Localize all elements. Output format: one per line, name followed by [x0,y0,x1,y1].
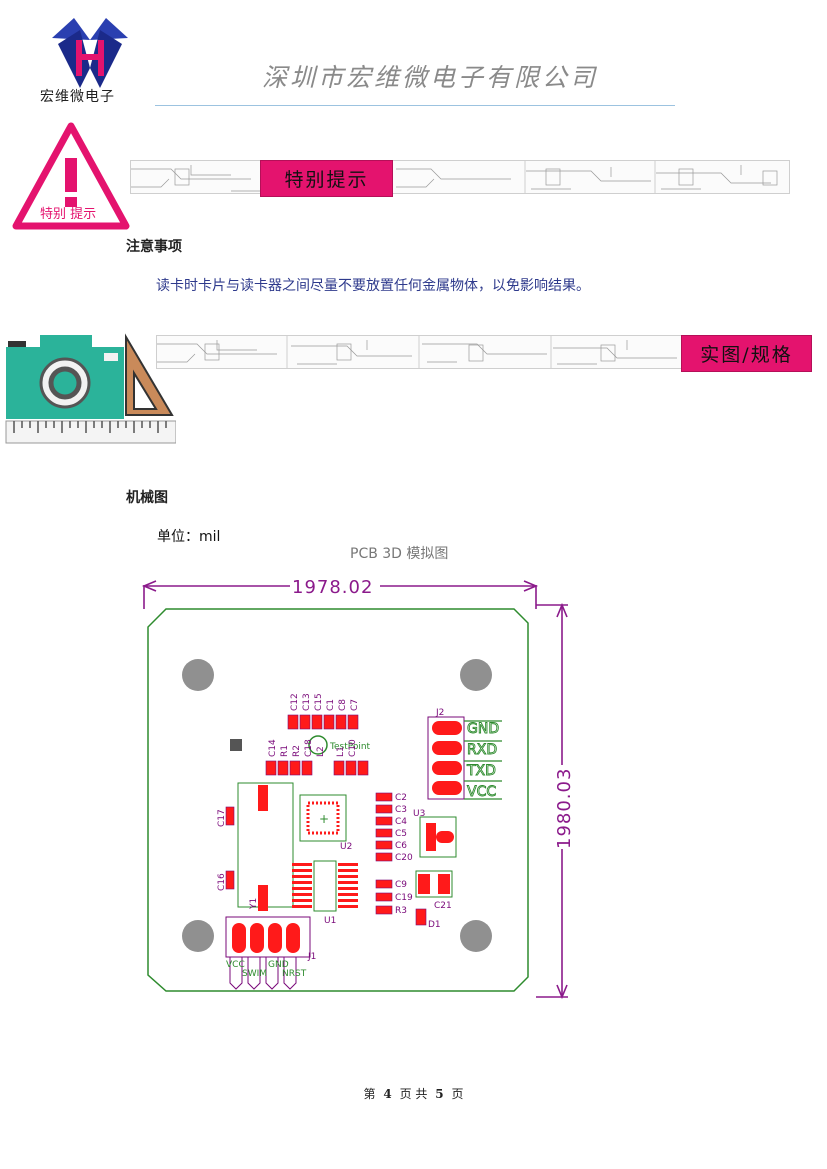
label-c15: C15 [314,693,324,711]
c21-pad-b [438,874,450,894]
label-u3: U3 [413,809,425,819]
u3-tab-pad [426,823,436,851]
pcb-drawing: 1978.02 1980.03 C12 C13 C15 C1 C8 C7 Tes… [141,575,575,1000]
label-c1: C1 [326,699,336,711]
j2-pin-vcc: VCC [467,784,496,800]
pcb-figure-title: PCB 3D 模拟图 [350,546,449,562]
led-marker [230,739,242,751]
c21-polarity: + [430,879,438,890]
label-c2: C2 [395,793,407,803]
label-r1: R1 [280,745,290,757]
label-u2: U2 [340,842,352,852]
footer-prefix: 第 [363,1087,376,1101]
label-c17: C17 [217,809,227,827]
label-l2: L2 [316,746,326,757]
notice-text: 读卡时卡片与读卡器之间尽量不要放置任何金属物体，以免影响结果。 [156,278,590,294]
circuit-band-warning [130,160,790,194]
label-d1: D1 [428,920,441,930]
j2-outline [427,716,465,800]
c17-pad [225,806,235,826]
label-c9: C9 [395,880,407,890]
lower-cap-pads [375,879,393,915]
company-logo [52,18,128,88]
footer-page-word: 页 [399,1087,412,1101]
warning-icon: 特别 提示 [12,122,130,230]
label-c6: C6 [395,841,407,851]
u2-pads [306,801,340,835]
j1-pads [232,923,300,953]
label-c19: C19 [395,893,413,903]
logo-text: 宏维微电子 [40,89,115,105]
crystal-pad-bottom [258,885,268,911]
tag-photo-spec: 实图/规格 [681,335,812,372]
label-c13: C13 [302,693,312,711]
page-footer: 第 4 页 共 5 页 [0,1085,827,1102]
mounting-holes [182,659,492,952]
label-c21: C21 [434,901,452,911]
j2-pin-txd: TXD [466,763,496,779]
label-c14: C14 [268,739,278,757]
label-r3: R3 [395,906,407,916]
j1-pin-vcc: VCC [226,960,245,970]
heading-mechanical: 机械图 [126,490,168,506]
heading-notes: 注意事项 [126,239,182,255]
header-divider [155,105,675,106]
j1-pin-nrst: NRST [282,969,307,979]
right-cap-pads [375,792,393,862]
unit-label: 单位：mil [157,529,221,545]
footer-suffix: 页 [451,1087,464,1101]
testpoint-circle [308,735,328,755]
label-c5: C5 [395,829,407,839]
label-c4: C4 [395,817,407,827]
u3-pin-pad [436,831,454,843]
c21-outline [415,870,453,898]
label-u1: U1 [324,916,336,926]
warning-icon-text: 特别 提示 [40,206,96,222]
j1-pin-gnd: GND [268,960,289,970]
label-c12: C12 [290,693,300,711]
crystal-pad-top [258,785,268,811]
height-dimension: 1980.03 [554,768,575,849]
top-cap-pads [287,714,359,730]
u1-right-pads [338,863,358,908]
label-c8: C8 [338,699,348,711]
label-l1: L1 [336,746,346,757]
j2-pin-rxd: RXD [467,742,497,758]
label-c10: C10 [348,739,358,757]
u1-body [313,860,337,912]
c16-pad [225,870,235,890]
j2-label: J2 [435,708,444,718]
j1-outline [225,916,311,958]
company-title: 深圳市宏维微电子有限公司 [262,63,599,92]
label-r2: R2 [292,745,302,757]
label-c7: C7 [350,699,360,711]
width-dimension: 1978.02 [292,577,373,598]
label-c20: C20 [395,853,413,863]
label-c18: C18 [304,739,314,757]
j1-pin-swim: SWIM [242,969,267,979]
u3-outline [419,816,457,858]
u2-outline [299,794,347,842]
camera-ruler-icon [5,333,176,444]
testpoint-label: TestPoint [329,742,371,752]
label-c3: C3 [395,805,407,815]
footer-page-number: 4 [383,1087,392,1101]
board-outline [147,608,529,992]
u2-center-mark: + [319,812,329,826]
j1-label: J1 [307,952,316,962]
d1-pad [415,908,427,926]
c21-pad-a [418,874,430,894]
footer-total-word: 共 [415,1087,428,1101]
row2-pads [265,760,369,776]
label-y1: Y1 [249,898,259,910]
tag-special-notice: 特别提示 [260,160,393,197]
circuit-band-spec [156,335,682,369]
u1-left-pads [292,863,312,908]
j2-pads [432,721,462,795]
j2-pin-gnd: GND [467,721,499,737]
footer-total-pages: 5 [435,1087,444,1101]
label-c16: C16 [217,873,227,891]
